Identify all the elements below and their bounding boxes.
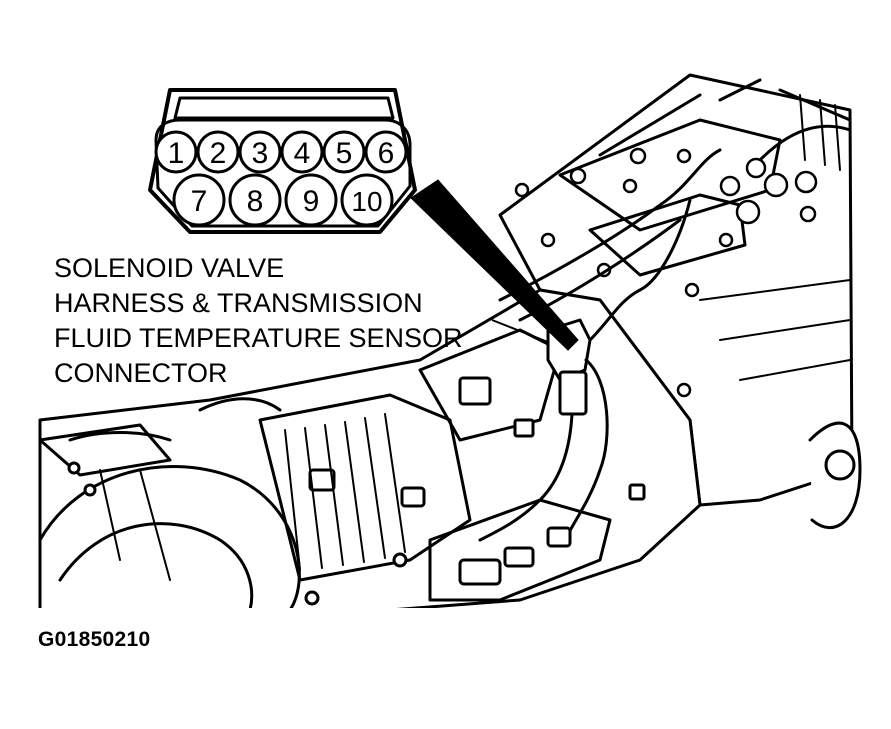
callout-line-4: CONNECTOR xyxy=(54,358,228,388)
pin-circle xyxy=(238,130,282,174)
pin-circle xyxy=(364,130,408,174)
pin-label: 2 xyxy=(210,137,227,170)
pin-circle xyxy=(322,130,366,174)
callout-leader xyxy=(491,319,549,343)
pin-circle xyxy=(196,130,240,174)
pin-label: 4 xyxy=(294,137,311,170)
pin-circle xyxy=(340,173,394,227)
pin-label: 1 xyxy=(168,137,185,170)
pin-label: 7 xyxy=(191,185,208,218)
connector-pins-top: 1 2 3 4 5 6 xyxy=(154,130,408,174)
connector-pins-bottom: 7 8 9 10 xyxy=(172,173,394,227)
pin-label: 9 xyxy=(303,185,320,218)
pin-circle xyxy=(228,173,282,227)
pin-circle xyxy=(280,130,324,174)
pin-label: 3 xyxy=(252,137,269,170)
pin-label: 8 xyxy=(247,185,264,218)
callout-line-2: HARNESS & TRANSMISSION xyxy=(54,288,423,318)
transmission-illustration xyxy=(38,73,862,612)
callout-line-1: SOLENOID VALVE xyxy=(54,253,285,283)
callout-pointer xyxy=(410,179,579,351)
pin-label: 6 xyxy=(378,137,395,170)
pin-label: 5 xyxy=(336,137,353,170)
figure-id: G01850210 xyxy=(38,628,151,651)
callout-line-3: FLUID TEMPERATURE SENSOR xyxy=(54,323,463,353)
pin-circle xyxy=(172,173,226,227)
pin-circle xyxy=(154,130,198,174)
pin-circle xyxy=(284,173,338,227)
pin-label: 10 xyxy=(351,186,382,217)
